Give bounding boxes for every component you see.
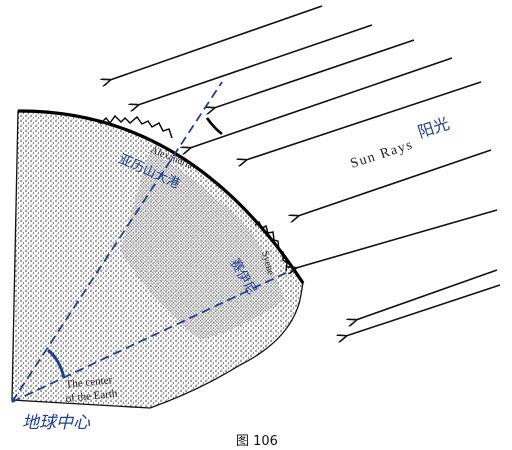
construction-lines [11,81,293,403]
sun-ray-4 [190,57,453,148]
ray-angle-arc [205,117,223,136]
angle-arcs [47,117,223,379]
earth-center-label-line1: The center [65,374,113,391]
sun-ray-9 [346,284,501,336]
alexandria-gnomon-line [11,81,223,403]
sun-ray-5 [246,81,482,160]
sun-ray-6 [298,149,492,216]
syene-radius-line [11,269,293,403]
figure-caption: 图 106 [236,434,278,449]
sun-rays-label: Sun Rays [349,137,416,171]
sun-ray-arrows [110,5,501,336]
sun-ray-2 [138,24,373,105]
earth-center-cn-label: 地球中心 [22,413,91,433]
sun-rays-cn-label: 阳光 [415,114,451,142]
sun-ray-3 [214,39,415,108]
sun-ray-1 [110,5,323,80]
center-angle-arc [47,348,66,379]
sun-ray-8 [356,269,498,320]
sun-ray-7 [296,209,498,268]
earth-center-label-line2: of the Earth [65,388,118,405]
